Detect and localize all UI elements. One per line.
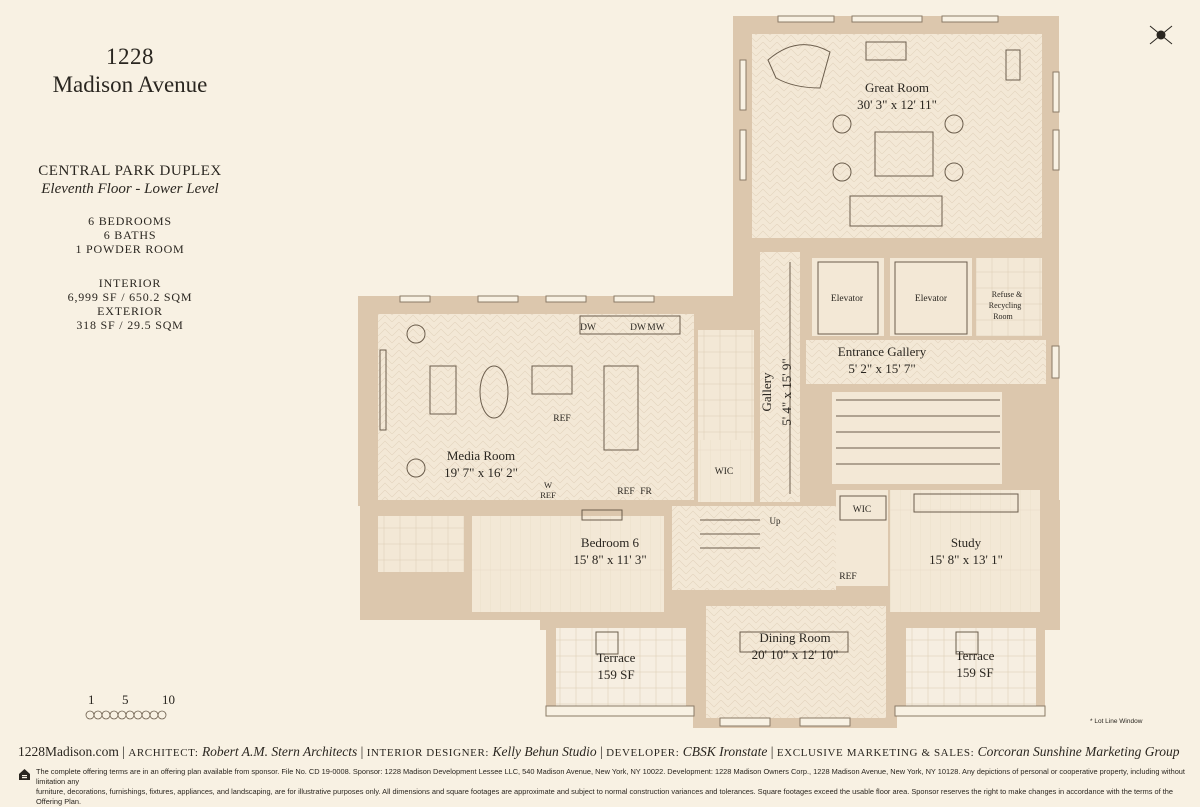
legal-line-1: The complete offering terms are in an of… [36,767,1185,786]
ref-fr-label-1: REF [617,487,634,497]
refuse-label-3: Room [993,312,1013,321]
marketing-name: Corcoran Sunshine Marketing Group [977,744,1180,759]
stair-up-label: Up [770,516,781,526]
study-label: Study [951,535,982,550]
terrace-right-size: 159 SF [956,665,993,680]
scale-bar: 1 5 10 [84,692,194,722]
room-labels: Great Room 30' 3" x 12' 11" Elevator Ele… [444,80,1023,682]
architect-label: ARCHITECT: [128,747,199,759]
terrace-left-size: 159 SF [597,667,634,682]
great-room-label: Great Room [865,80,929,95]
marketing-label: EXCLUSIVE MARKETING & SALES: [776,747,975,759]
elevator-1-label: Elevator [831,294,864,304]
ref-study-label: REF [839,572,856,582]
terrace-right-label: Terrace [956,648,995,663]
lot-line-note: * Lot Line Window [1090,718,1143,725]
developer-label: DEVELOPER: [606,747,680,759]
powder-count: 1 POWDER ROOM [75,242,185,256]
great-room-size: 30' 3" x 12' 11" [857,97,937,112]
scale-tick-1: 1 [88,692,95,707]
compass-icon [1149,25,1173,45]
unit-level: Eleventh Floor - Lower Level [41,181,219,197]
developer-name: CBSK Ironstate [682,744,768,759]
wic-2-label: WIC [853,505,871,515]
floor-areas [378,34,1046,718]
dining-room-size: 20' 10" x 12' 10" [752,647,839,662]
media-room-label: Media Room [447,448,515,463]
legal-disclaimer: The complete offering terms are in an of… [36,767,1186,807]
exterior-label: EXTERIOR [97,304,163,318]
website-link[interactable]: 1228Madison.com [18,744,119,759]
media-room-size: 19' 7" x 16' 2" [444,465,518,480]
wic-1-label: WIC [715,467,733,477]
designer-name: Kelly Behun Studio [492,744,597,759]
ref-island-label: REF [553,414,570,424]
gallery-label: Gallery [759,372,774,411]
bedroom-6-size: 15' 8" x 11' 3" [573,552,646,567]
bedroom-6-label: Bedroom 6 [581,535,640,550]
architect-name: Robert A.M. Stern Architects [201,744,358,759]
building-street: Madison Avenue [52,72,208,97]
entrance-gallery-label: Entrance Gallery [838,344,927,359]
bedrooms-count: 6 BEDROOMS [88,214,172,228]
dw-2-label: DW [630,323,646,333]
w-label: W [544,480,552,490]
fixture-lines [379,41,1021,655]
window-marks [399,15,1060,727]
baths-count: 6 BATHS [103,228,157,242]
gallery-size: 5' 4" x 15' 9" [779,358,794,425]
dining-room-label: Dining Room [759,630,830,645]
scale-tick-10: 10 [162,692,175,707]
equal-housing-icon [19,769,30,780]
scale-circles [85,710,167,720]
entrance-gallery-size: 5' 2" x 15' 7" [848,361,915,376]
ref-fr-label-2: FR [640,487,652,497]
unit-name: CENTRAL PARK DUPLEX [38,163,222,179]
study-size: 15' 8" x 13' 1" [929,552,1003,567]
dw-1-label: DW [580,323,596,333]
scale-tick-5: 5 [122,692,129,707]
elevator-2-label: Elevator [915,294,948,304]
terrace-left-label: Terrace [597,650,636,665]
building-number: 1228 [106,44,154,69]
interior-label: INTERIOR [98,276,162,290]
gallery-vertical-label: Gallery 5' 4" x 15' 9" [759,358,794,425]
exterior-value: 318 SF / 29.5 SQM [76,318,184,332]
ref-w-label: REF [540,490,556,500]
interior-value: 6,999 SF / 650.2 SQM [67,290,193,304]
legal-line-2: furniture, decorations, furnishings, fix… [36,787,1174,806]
credits-line: 1228Madison.com | ARCHITECT: Robert A.M.… [18,744,1180,759]
mw-label: MW [647,323,664,333]
designer-label: INTERIOR DESIGNER: [366,747,490,759]
refuse-label-2: Recycling [989,301,1021,310]
refuse-label-1: Refuse & [992,290,1023,299]
